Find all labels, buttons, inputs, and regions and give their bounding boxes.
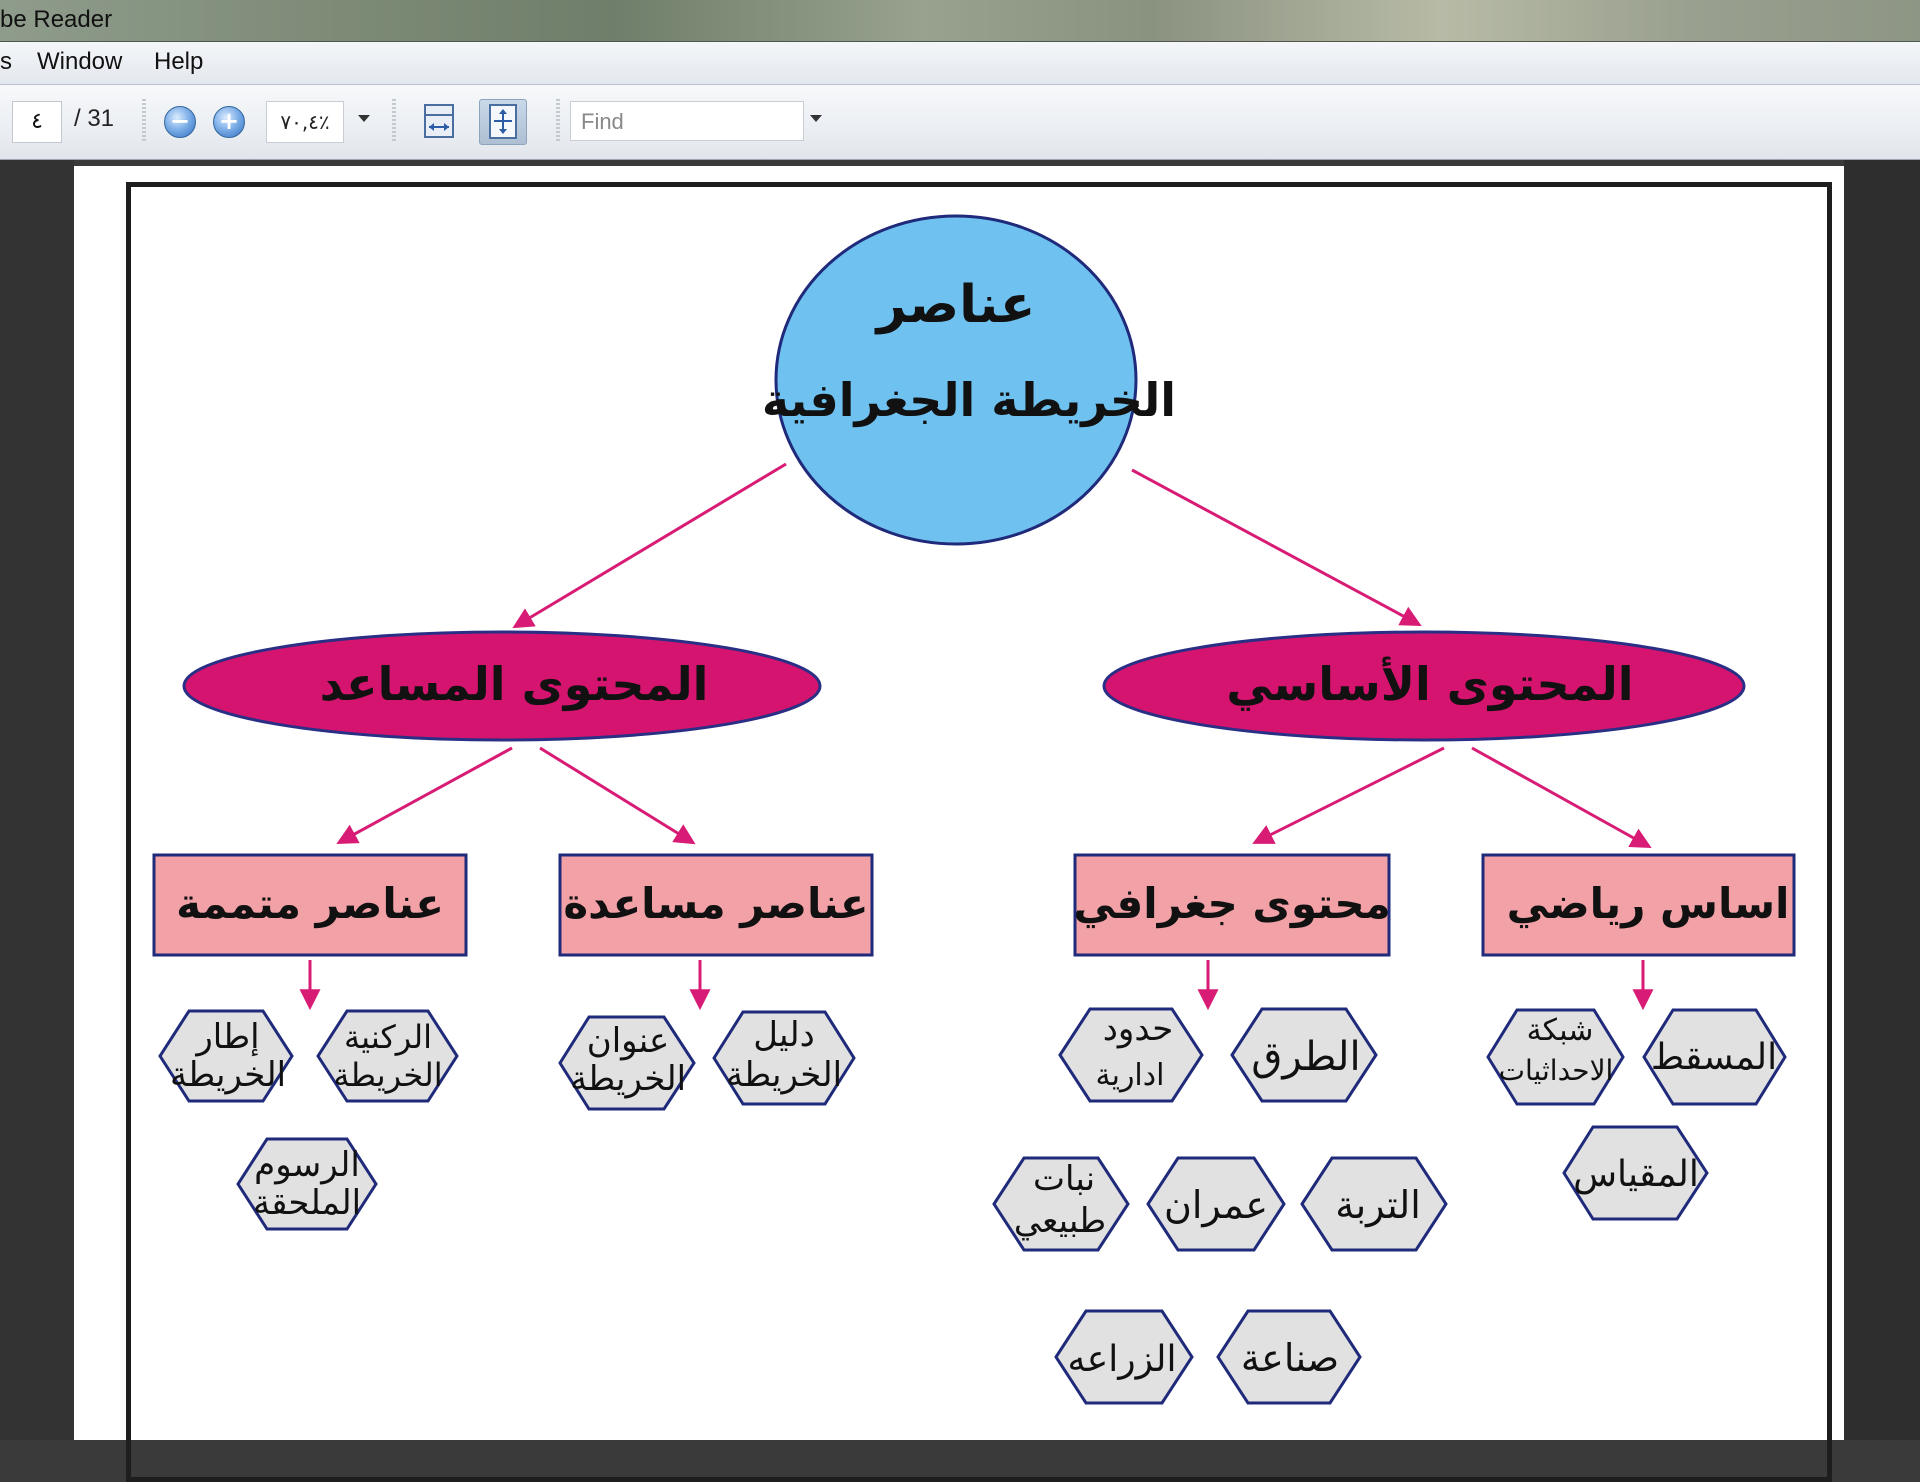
window-titlebar: be Reader xyxy=(0,0,1920,42)
branch-basic-label: المحتوى الأساسي xyxy=(1226,656,1633,711)
find-input[interactable]: Find xyxy=(570,101,804,141)
hex-roads-label: الطرق xyxy=(1251,1034,1360,1080)
hex-map-title-line2: الخريطة xyxy=(570,1059,686,1099)
hex-natural-vegetation-line2: طبيعي xyxy=(1014,1201,1106,1241)
hex-map-corner-line2: الخريطة xyxy=(333,1056,442,1094)
hex-map-corner-line1: الركنية xyxy=(344,1018,432,1056)
fit-page-button[interactable] xyxy=(479,99,527,145)
hex-map-legend-line2: الخريطة xyxy=(726,1055,842,1095)
hex-scale xyxy=(1562,1125,1709,1221)
hex-administrative-borders xyxy=(1058,1007,1204,1103)
hex-attached-drawings-line1: الرسوم xyxy=(254,1145,360,1185)
arrow-right-box2 xyxy=(1471,746,1652,849)
hexagon-labels: إطار الخريطة الركنية الخريطة الرسوم المل… xyxy=(170,1009,1777,1380)
root-title-line2: الخريطة الجغرافية xyxy=(762,373,1176,427)
hex-attached-drawings xyxy=(236,1137,378,1231)
toolbar: ٤ / 31 − + ٧٠,٤٪ Find xyxy=(0,85,1920,160)
hex-map-frame-line2: الخريطة xyxy=(170,1055,286,1095)
hex-agriculture-label: الزراعه xyxy=(1067,1339,1176,1380)
fit-page-icon xyxy=(489,104,517,139)
hex-map-frame xyxy=(158,1009,294,1103)
hex-industry-label: صناعة xyxy=(1241,1336,1339,1380)
vertical-scroll-area[interactable] xyxy=(1844,160,1920,1440)
zoom-level-field[interactable]: ٧٠,٤٪ xyxy=(266,101,344,143)
toolbar-separator xyxy=(556,99,560,143)
hex-projection-label: المسقط xyxy=(1651,1037,1777,1078)
branch-auxiliary-label: المحتوى المساعد xyxy=(320,657,709,711)
hex-coordinate-grid-line1: شبكة xyxy=(1527,1013,1594,1048)
hex-map-legend xyxy=(712,1010,856,1106)
concept-map: عناصر الخريطة الجغرافية المحتوى المساعد … xyxy=(152,214,1796,1405)
hex-administrative-borders-line2: ادارية xyxy=(1096,1058,1165,1093)
hex-urbanization xyxy=(1146,1156,1286,1252)
minus-icon: − xyxy=(169,107,191,135)
toolbar-separator xyxy=(142,99,146,143)
navigation-pane[interactable] xyxy=(0,160,74,1440)
arrow-left-box1 xyxy=(336,746,513,845)
branch-basic-content xyxy=(1102,630,1746,742)
arrow-root-left xyxy=(512,462,787,629)
arrow-left-box2 xyxy=(539,746,696,845)
hex-soil xyxy=(1300,1156,1448,1252)
hex-administrative-borders-line1: حدود xyxy=(1103,1009,1173,1049)
hex-map-title-line1: عنوان xyxy=(587,1021,670,1061)
window-title: be Reader xyxy=(0,6,113,33)
box-mathematical-label: اساس رياضي xyxy=(1507,879,1790,929)
menu-item-tools[interactable]: s xyxy=(0,48,12,75)
hex-map-frame-line1: إطار xyxy=(194,1017,259,1057)
hex-coordinate-grid xyxy=(1486,1008,1625,1106)
fit-width-button[interactable] xyxy=(416,99,462,143)
box-mathematical-basis xyxy=(1481,853,1796,957)
hex-projection xyxy=(1642,1008,1787,1106)
plus-icon: + xyxy=(218,107,240,135)
zoom-dropdown-arrow-icon[interactable] xyxy=(358,115,370,122)
arrow-connectors xyxy=(299,462,1654,1011)
menu-item-help[interactable]: Help xyxy=(154,48,204,75)
zoom-out-button[interactable]: − xyxy=(164,106,196,138)
hex-natural-vegetation xyxy=(992,1156,1130,1252)
hexagon-group xyxy=(158,1007,1787,1405)
hex-agriculture xyxy=(1054,1309,1194,1405)
hex-soil-label: التربة xyxy=(1335,1183,1421,1228)
find-dropdown-arrow-icon[interactable] xyxy=(810,115,822,122)
root-title-line1: عناصر xyxy=(874,275,1036,335)
box-auxiliary-elements xyxy=(558,853,874,957)
box-complementary-label: عناصر متممة xyxy=(176,879,444,929)
hex-map-legend-line1: دليل xyxy=(753,1015,815,1055)
hex-urbanization-label: عمران xyxy=(1164,1183,1268,1228)
box-complementary-elements xyxy=(152,853,468,957)
box-auxiliary-label: عناصر مساعدة xyxy=(563,879,868,929)
toolbar-separator xyxy=(392,99,396,143)
page-total-label: / 31 xyxy=(74,105,115,132)
hex-natural-vegetation-line1: نبات xyxy=(1033,1159,1095,1199)
hex-attached-drawings-line2: الملحقة xyxy=(253,1183,361,1223)
hex-map-title xyxy=(558,1015,696,1111)
menu-item-window[interactable]: Window xyxy=(37,48,123,75)
branch-auxiliary-content xyxy=(182,630,822,742)
zoom-in-button[interactable]: + xyxy=(213,106,245,138)
page-number-input[interactable]: ٤ xyxy=(12,101,62,143)
hex-map-corner xyxy=(316,1009,459,1103)
arrow-right-box1 xyxy=(1252,746,1445,844)
box-geographic-content xyxy=(1073,853,1391,957)
box-geographic-label: محتوى جغرافي xyxy=(1073,879,1390,929)
arrow-root-right xyxy=(1131,468,1422,626)
hex-scale-label: المقياس xyxy=(1573,1154,1699,1195)
hex-roads xyxy=(1230,1007,1378,1103)
hex-coordinate-grid-line2: الاحداثيات xyxy=(1499,1054,1614,1087)
menu-bar: s Window Help xyxy=(0,42,1920,85)
root-node xyxy=(774,214,1138,546)
hex-industry xyxy=(1216,1309,1362,1405)
fit-width-icon xyxy=(424,104,454,138)
